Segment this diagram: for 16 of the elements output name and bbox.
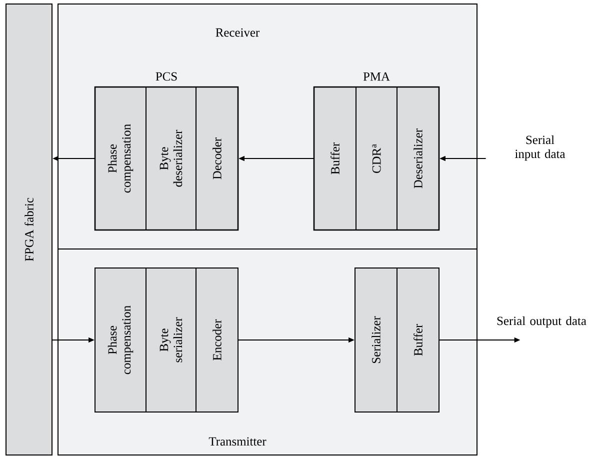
block-box: Serializer [354,268,398,412]
node-label: PMA [363,72,390,81]
block-box: Deserializer [396,86,440,230]
fabric-bar: FPGA fabric [6,4,52,456]
block-box: Decoder [196,86,238,230]
block-box: Buffer [396,268,440,412]
io-label: Serial input data [515,135,566,161]
block-box: Encoder [196,268,238,412]
block-box: Byte deserializer [146,86,196,230]
block-box: CDR$^{a}$ [356,86,398,230]
block-box: Phase compensation [94,268,146,412]
io-label: Serial output data [497,316,586,328]
block-box: Buffer [314,86,356,230]
block-box: Phase compensation [94,86,146,230]
node-label: PCS [156,72,177,81]
block-box: Byte serializer [146,268,196,412]
